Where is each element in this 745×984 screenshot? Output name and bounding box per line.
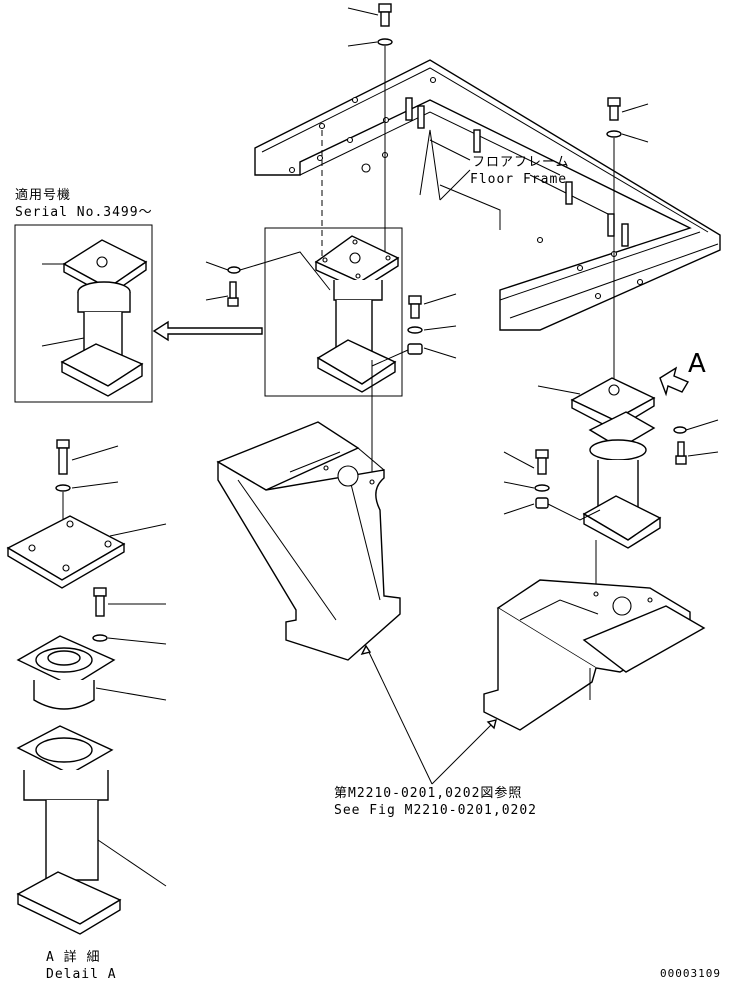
view-marker-a: A	[688, 349, 706, 379]
bolts-right	[503, 366, 719, 521]
right-mount	[537, 377, 662, 590]
exploded-left	[6, 439, 167, 935]
see-fig-label-jp: 第M2210-0201,0202図参照	[334, 786, 523, 801]
bolt-top-right	[606, 97, 649, 380]
detail-label-en: Delail A	[46, 967, 117, 982]
floor-frame-label-en: Floor Frame	[470, 172, 568, 187]
arrow-left	[152, 320, 263, 342]
see-fig-label-en: See Fig M2210-0201,0202	[334, 803, 538, 818]
serial-label-en: Serial No.3499～	[15, 205, 153, 220]
bolt-center-left	[205, 251, 331, 307]
serial-label-jp: 適用号機	[15, 188, 72, 203]
center-detail-box	[264, 227, 403, 397]
center-mount	[314, 235, 400, 393]
bolt-center-right	[371, 293, 457, 367]
floor-frame-label-jp: フロアフレーム	[472, 155, 570, 170]
base-bracket-right	[483, 579, 706, 731]
drawing-number: 00003109	[660, 967, 721, 980]
serial-detail-box	[14, 224, 153, 403]
serial-mount	[41, 239, 148, 397]
bolt-top-center	[347, 3, 393, 255]
detail-label-jp: A 詳 細	[46, 950, 101, 965]
floor-frame	[254, 59, 721, 331]
base-bracket-left	[216, 421, 401, 661]
view-arrow	[659, 366, 690, 397]
